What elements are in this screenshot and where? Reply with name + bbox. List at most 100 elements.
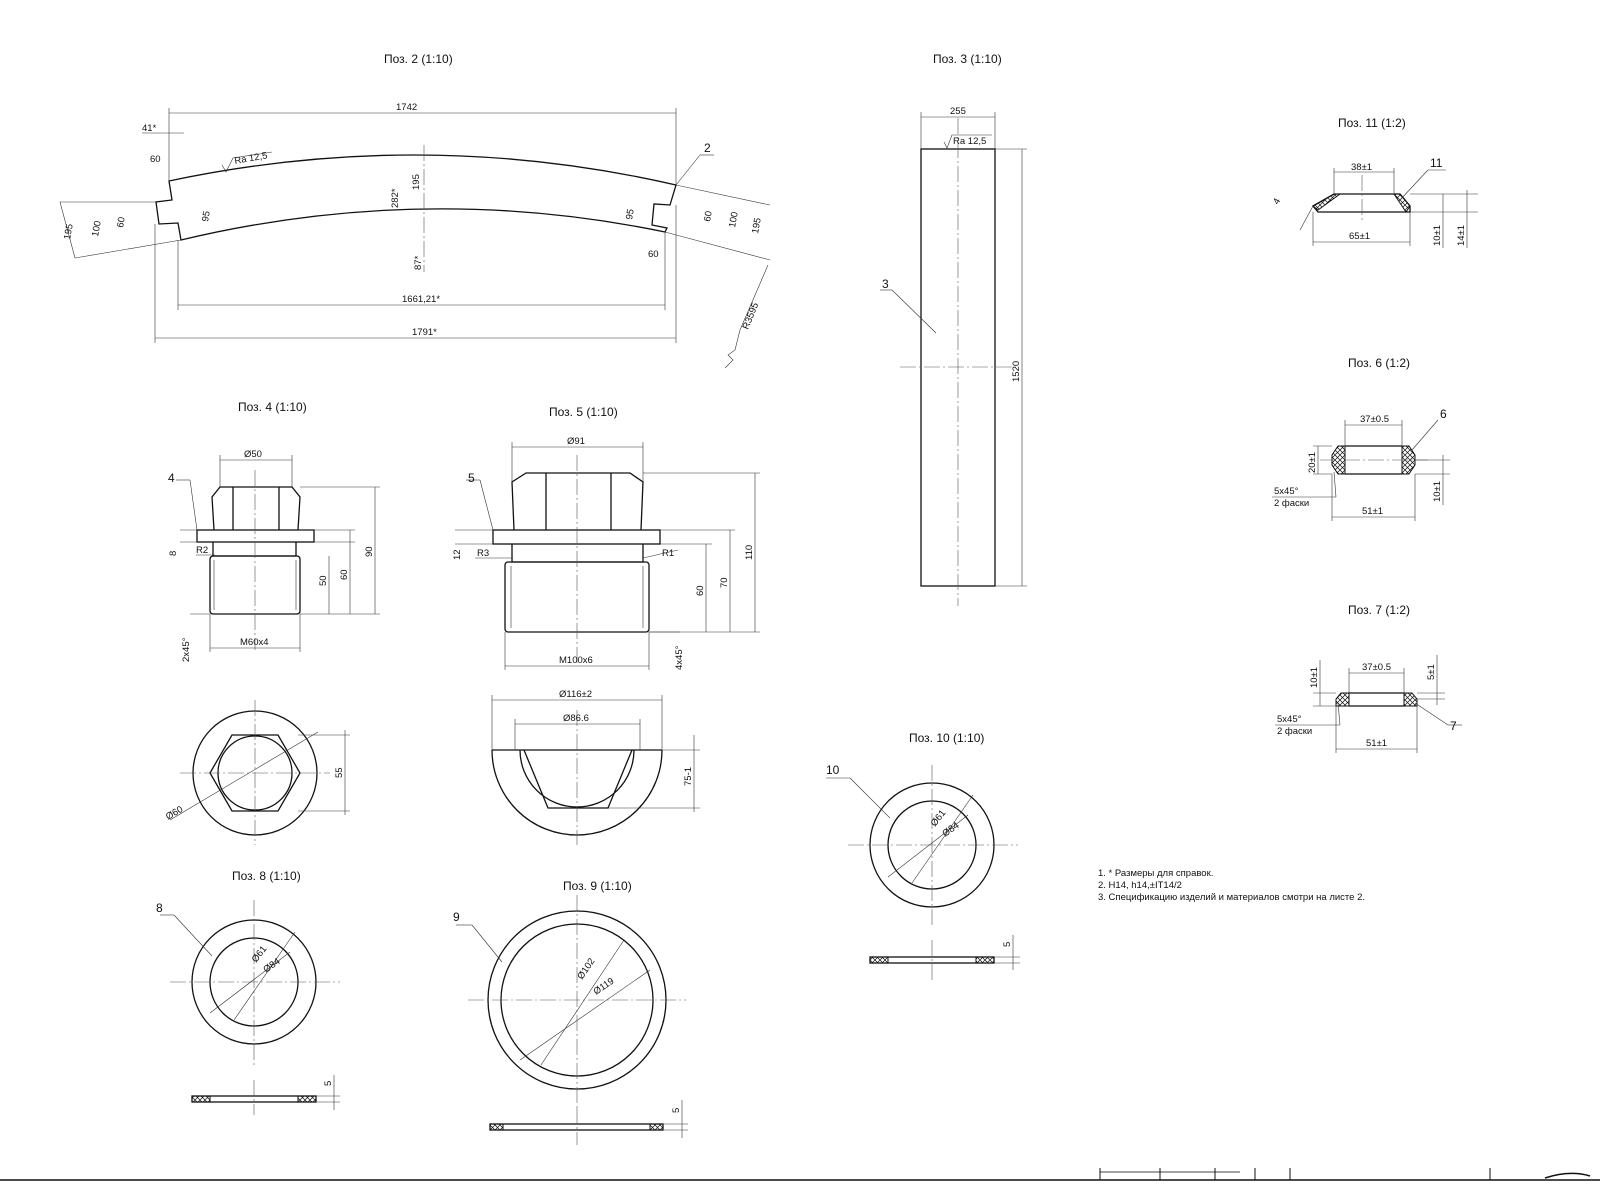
poz6-dim-chamfer-count: 2 фаски [1274,498,1309,509]
poz2-dim-87: 87* [413,255,424,270]
poz5-title: Поз. 5 (1:10) [549,405,618,419]
poz4-title: Поз. 4 (1:10) [238,400,307,414]
poz7-right-hatch [1403,692,1418,707]
title-block-fragment [1099,1168,1591,1180]
poz7-dim-right: 5±1 [1426,664,1437,680]
poz5-dim-h60: 60 [695,585,706,596]
poz5-thread-body [504,561,650,633]
poz5-hex-head [511,472,644,531]
poz2-title: Поз. 2 (1:10) [384,52,453,66]
poz6-callout: 6 [1440,407,1447,421]
poz7-dim-chamfer-count: 2 фаски [1277,726,1312,737]
poz2-dim-100-left: 100 [90,220,104,238]
poz9-dim-inner: Ø102 [575,956,597,981]
arched-bar-outline [155,154,677,241]
poz9-dim-outer: Ø119 [592,976,617,998]
poz5-dim-inner: Ø86.6 [563,713,589,724]
poz11-dim-top: 38±1 [1351,162,1372,173]
poz4-dim-h60: 60 [339,569,350,580]
poz11-dim-h1: 10±1 [1432,225,1443,246]
poz3-dim-length: 1520 [1011,361,1022,382]
poz4-dim-chamfer: 2x45° [181,637,192,662]
poz9-title: Поз. 9 (1:10) [563,879,632,893]
poz11-callout: 11 [1430,156,1443,170]
poz11-title: Поз. 11 (1:2) [1338,116,1406,130]
poz10-section-right [975,956,995,964]
poz2-dim-100-right: 100 [727,211,741,229]
general-notes: 1. * Размеры для справок. 2. H14, h14,±I… [1098,868,1365,904]
poz6-dim-chamfer: 5x45° [1274,486,1299,497]
poz6-dim-height: 20±1 [1307,452,1318,473]
poz2-dim-195-center: 195 [411,174,422,190]
poz4-callout: 4 [168,471,175,485]
poz2-dim-95-right: 95 [624,208,637,220]
poz5-flange [492,529,661,545]
poz10-callout: 10 [826,763,840,777]
note-1: 1. * Размеры для справок. [1098,868,1214,879]
poz2-dim-60-bottom: 60 [648,249,659,260]
poz7-dim-chamfer: 5x45° [1277,714,1302,725]
poz10-title: Поз. 10 (1:10) [909,731,984,745]
poz5-dim-dia: Ø91 [567,436,585,447]
poz11-view: Поз. 11 (1:2) 38±1 65±1 4 10±1 14±1 11 [1271,116,1478,248]
poz4-dim-h90: 90 [364,546,375,557]
poz4-dim-h50: 50 [318,575,329,586]
poz11-dim-angle: 4 [1271,196,1283,206]
poz5-dim-r3: R3 [477,548,489,559]
poz9-callout: 9 [453,910,460,924]
poz2-dim-chord: 1661,21* [402,294,440,305]
poz8-view: Поз. 8 (1:10) Ø61 Ø84 8 5 [156,869,340,1115]
poz6-dim-thickness: 10±1 [1432,481,1443,502]
poz8-dim-outer: Ø84 [261,956,282,975]
poz4-flange [196,529,315,543]
poz8-dim-thickness: 5 [323,1081,334,1086]
poz2-callout: 2 [704,141,711,155]
poz9-dim-thickness: 5 [671,1108,682,1113]
poz7-title: Поз. 7 (1:2) [1348,603,1410,617]
poz4-dim-hexdia: Ø60 [164,804,185,823]
poz11-dim-bottom: 65±1 [1349,231,1370,242]
poz2-dim-60-right: 60 [702,210,715,222]
poz9-view: Поз. 9 (1:10) Ø102 Ø119 9 5 [453,879,688,1145]
poz2-dim-angle: 41* [142,123,157,134]
poz2-dim-282: 282* [390,188,401,208]
poz2-dim-60-left: 60 [115,216,128,228]
poz8-title: Поз. 8 (1:10) [232,869,301,883]
poz5-dim-r1: R1 [662,548,674,559]
poz7-left-hatch [1335,692,1350,707]
poz5-dim-thread: M100x6 [559,655,593,666]
poz5-dim-flange: 12 [452,549,463,560]
poz4-dim-flange: 8 [168,551,179,556]
poz5-dim-h70: 70 [719,577,730,588]
poz3-title: Поз. 3 (1:10) [933,52,1002,66]
poz4-dim-dia: Ø50 [244,449,262,460]
poz2-dim-60-top: 60 [150,154,161,165]
poz7-callout: 7 [1450,719,1457,733]
poz2-dim-195-right: 195 [750,217,764,235]
poz5-dim-chamfer: 4x45° [674,645,685,670]
poz4-dim-thread: M60x4 [240,637,269,648]
poz7-dim-top: 37±0.5 [1362,662,1391,673]
poz10-view: Поз. 10 (1:10) Ø61 Ø84 10 5 [826,731,1020,980]
poz7-dim-bottom: 51±1 [1366,738,1387,749]
poz10-section-left [869,956,889,964]
poz3-dim-width: 255 [950,106,966,117]
poz9-section-left [489,1123,504,1131]
poz8-section-left [191,1095,211,1103]
poz2-dim-1742: 1742 [396,102,417,113]
poz8-section-right [297,1095,317,1103]
poz4-hex-head [211,486,301,531]
poz3-view: Поз. 3 (1:10) 255 Ra 12,5 1520 3 [880,52,1027,606]
poz5-dim-depth: 75-1 [683,767,694,786]
poz7-view: Поз. 7 (1:2) 37±0.5 10±1 5±1 5x45° 2 фас… [1275,603,1462,753]
poz6-dim-top: 37±0.5 [1360,414,1389,425]
poz10-dim-thickness: 5 [1002,942,1013,947]
poz4-view: Поз. 4 (1:10) Ø50 8 R2 50 60 90 2x45° [164,400,380,845]
poz2-dim-radius: R3595 [741,301,762,331]
poz7-dim-left: 10±1 [1309,667,1320,688]
poz5-dim-outer: Ø116±2 [559,689,592,700]
poz3-callout: 3 [882,277,889,291]
poz2-view: Поз. 2 (1:10) 1742 41* Ra 12,5 60 195 10… [59,52,771,369]
poz11-left-hatch [1312,193,1342,211]
